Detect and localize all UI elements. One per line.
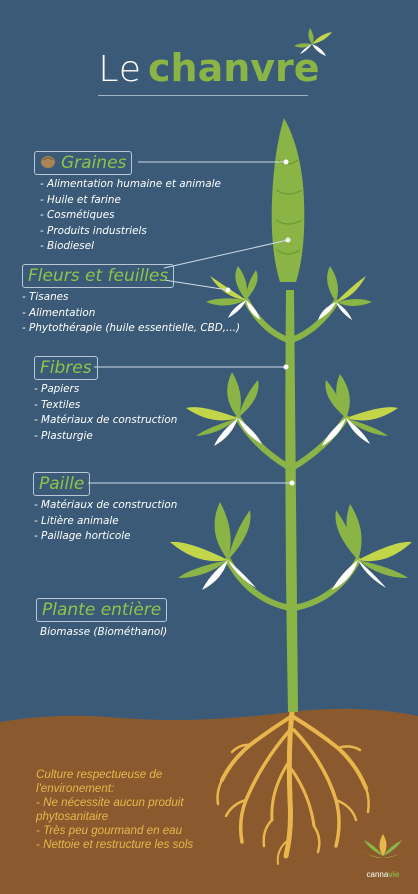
environment-line: Culture respectueuse de bbox=[36, 768, 163, 781]
roots bbox=[216, 709, 370, 865]
label-graines-text: Graines bbox=[61, 153, 127, 173]
title-chanvre: chanvre bbox=[148, 46, 320, 90]
label-graines: Graines bbox=[34, 151, 133, 175]
label-plante-text: Plante entière bbox=[42, 600, 162, 620]
environment-line: phytosanitaire bbox=[36, 810, 109, 823]
list-item: - Paillage horticole bbox=[34, 530, 131, 543]
environment-line: l'environement: bbox=[36, 782, 115, 795]
label-paille-text: Paille bbox=[39, 474, 85, 494]
list-item: - Tisanes bbox=[22, 291, 69, 303]
stem bbox=[285, 290, 298, 712]
label-fleurs-feuilles: Fleurs et feuilles bbox=[22, 264, 175, 288]
callout-lines bbox=[88, 161, 292, 484]
seed-cluster bbox=[271, 118, 305, 282]
leaves-lower-left bbox=[170, 502, 256, 590]
label-fibres: Fibres bbox=[34, 356, 98, 380]
environment-text: Culture respectueuse de l'environement: … bbox=[36, 768, 286, 852]
cannavie-logo-icon bbox=[360, 834, 406, 858]
environment-line: - Très peu gourmand en eau bbox=[36, 824, 183, 837]
title-underline bbox=[98, 95, 308, 96]
list-item: - Papiers bbox=[34, 383, 80, 395]
title-leaf-icon bbox=[294, 28, 332, 56]
leaves-lower-right bbox=[332, 504, 412, 590]
leaves-middle-left bbox=[186, 372, 262, 446]
label-fibres-text: Fibres bbox=[40, 358, 92, 378]
callout-dots bbox=[225, 159, 295, 486]
list-item: - Huile et farine bbox=[40, 193, 121, 206]
seed-cluster-detail bbox=[275, 159, 303, 255]
leaves-middle-right bbox=[322, 374, 398, 446]
list-item: - Phytothérapie (huile essentielle, CBD,… bbox=[22, 322, 241, 335]
environment-line: - Nettoie et restructure les sols bbox=[36, 838, 194, 851]
graines-uses: - Alimentation humaine et animale - Huil… bbox=[40, 177, 221, 255]
list-item: - Litière animale bbox=[34, 514, 119, 527]
label-paille: Paille bbox=[33, 472, 91, 496]
environment-line: - Ne nécessite aucun produit bbox=[36, 796, 184, 809]
list-item: - Produits industriels bbox=[40, 224, 147, 237]
seed-icon bbox=[41, 156, 55, 168]
fleurs-uses: - Tisanes - Alimentation - Phytothérapie… bbox=[22, 290, 240, 337]
logo-text: cannavie bbox=[366, 870, 400, 879]
list-item: - Biodiesel bbox=[40, 240, 94, 253]
list-item: - Matériaux de construction bbox=[34, 414, 178, 427]
fibres-uses: - Papiers - Textiles - Matériaux de cons… bbox=[34, 382, 177, 444]
list-item: - Cosmétiques bbox=[40, 209, 115, 222]
paille-uses: - Matériaux de construction - Litière an… bbox=[34, 498, 177, 545]
plante-use: Biomasse (Biométhanol) bbox=[40, 626, 168, 638]
title-le: Le bbox=[98, 49, 142, 90]
list-item: - Alimentation bbox=[22, 306, 96, 319]
list-item: - Alimentation humaine et animale bbox=[40, 178, 221, 190]
list-item: - Plasturgie bbox=[34, 429, 93, 442]
list-item: - Textiles bbox=[34, 398, 81, 411]
leaves-upper-right bbox=[318, 266, 372, 320]
list-item: - Matériaux de construction bbox=[34, 499, 178, 511]
label-fleurs-text: Fleurs et feuilles bbox=[28, 266, 169, 286]
cannavie-logo: cannavie bbox=[358, 862, 408, 881]
label-plante-entiere: Plante entière bbox=[36, 598, 168, 622]
